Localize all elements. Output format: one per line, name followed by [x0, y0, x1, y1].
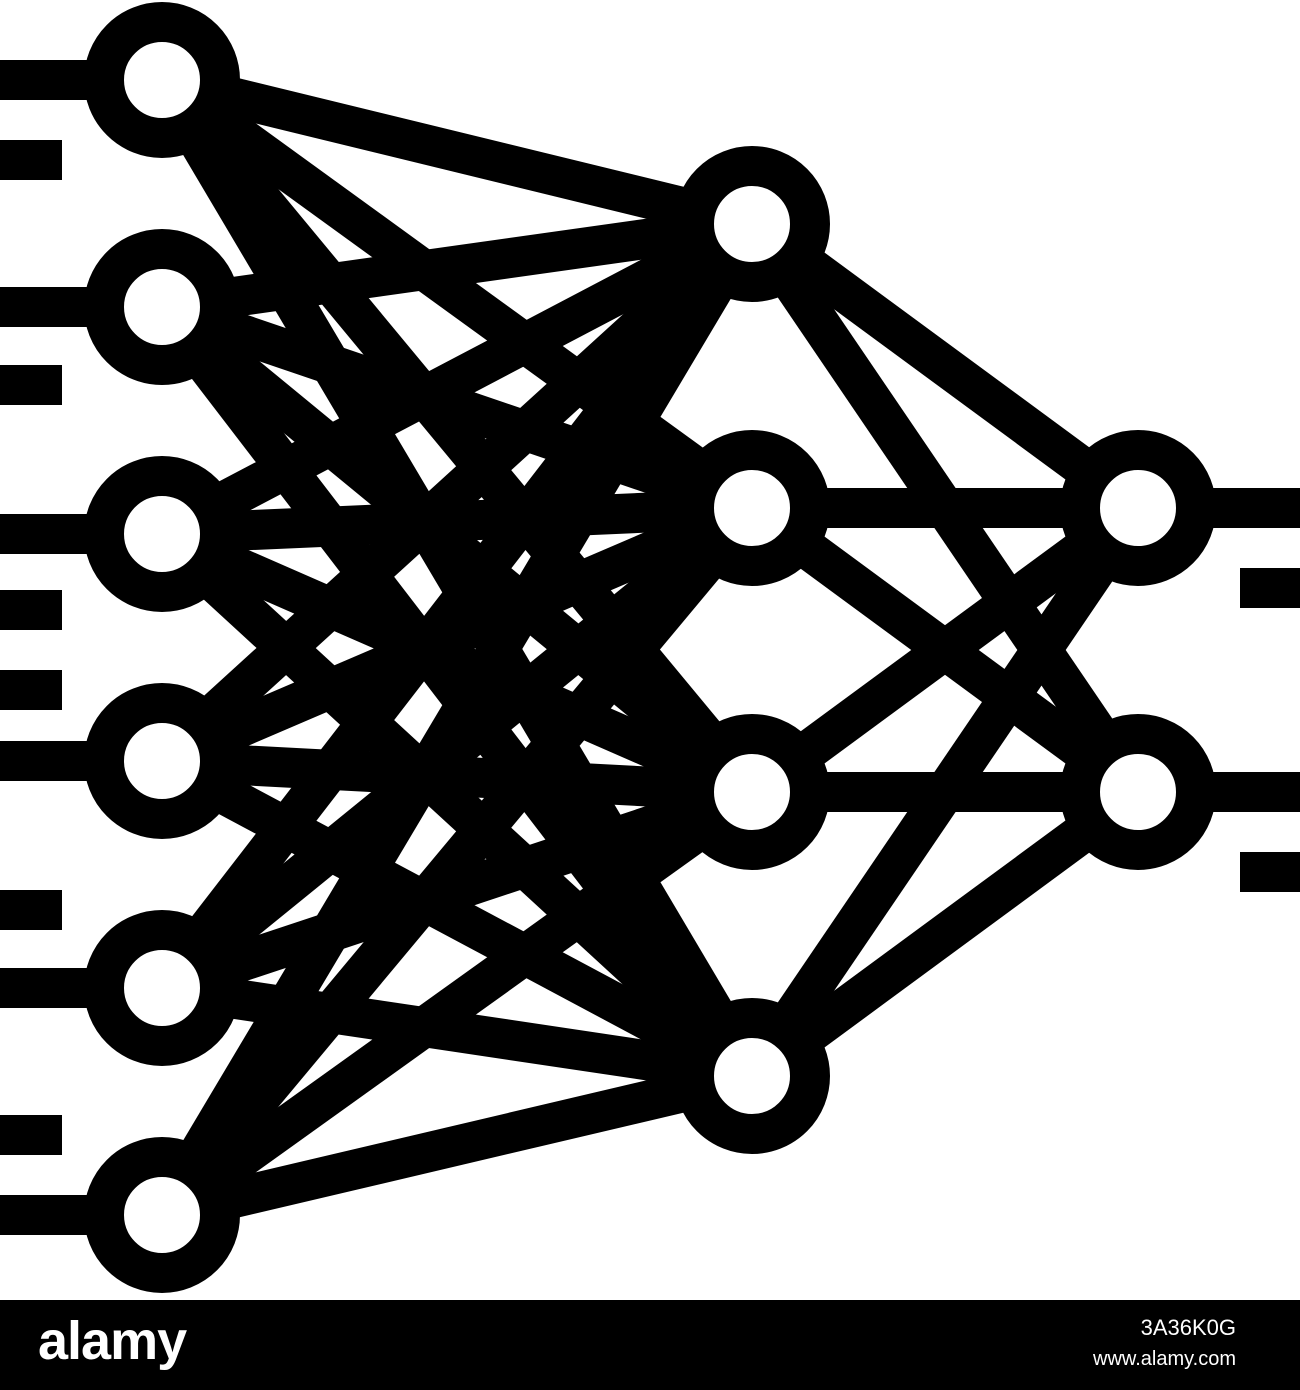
brand-logo: alamy [38, 1311, 187, 1371]
connection-line [157, 1056, 757, 1235]
connection-line [157, 60, 757, 244]
connection-line [159, 968, 755, 1096]
input-node [84, 2, 240, 158]
connection-line [146, 67, 768, 805]
output-dash [1240, 852, 1300, 892]
input-dash [0, 365, 62, 405]
input-node [84, 910, 240, 1066]
output-node [1060, 714, 1216, 870]
connection-line [735, 496, 1155, 1088]
connection-line [152, 743, 762, 1094]
input-node [84, 456, 240, 612]
input-dash [0, 140, 62, 180]
input-node [84, 1137, 240, 1293]
connection-line [153, 515, 761, 811]
io-line-group [0, 60, 1300, 1235]
connection-line [150, 63, 764, 525]
neural-network-icon [0, 2, 1300, 1293]
hidden-node [674, 146, 830, 302]
input-dash [0, 1115, 62, 1155]
node-group [84, 2, 1216, 1293]
connection-line [148, 519, 766, 1091]
connection-line [149, 291, 765, 808]
image-id: 3A36K0G [1140, 1315, 1236, 1340]
connection-line [740, 207, 1150, 525]
hidden-node [674, 430, 830, 586]
watermark-footer: alamy 3A36K0G www.alamy.com [0, 1300, 1300, 1390]
illustration-canvas [0, 2, 1300, 1293]
hidden-node [674, 714, 830, 870]
connection-line [144, 213, 770, 1226]
input-node [84, 683, 240, 839]
connection-line [740, 491, 1150, 809]
output-node [1060, 430, 1216, 586]
connection-line [150, 775, 764, 1232]
connection-line [152, 206, 762, 552]
connection-group [144, 60, 1155, 1235]
input-dash [0, 890, 62, 930]
input-dash [0, 670, 62, 710]
connection-line [740, 775, 1150, 1093]
connection-line [161, 488, 753, 554]
connection-line [159, 204, 755, 327]
input-dash [0, 590, 62, 630]
connection-line [146, 495, 768, 1228]
connection-line [155, 288, 759, 527]
hidden-node [674, 998, 830, 1154]
input-node [84, 229, 240, 385]
connection-line [148, 209, 766, 776]
site-url: www.alamy.com [1093, 1348, 1236, 1370]
connection-line [160, 741, 754, 812]
output-dash [1240, 568, 1300, 608]
